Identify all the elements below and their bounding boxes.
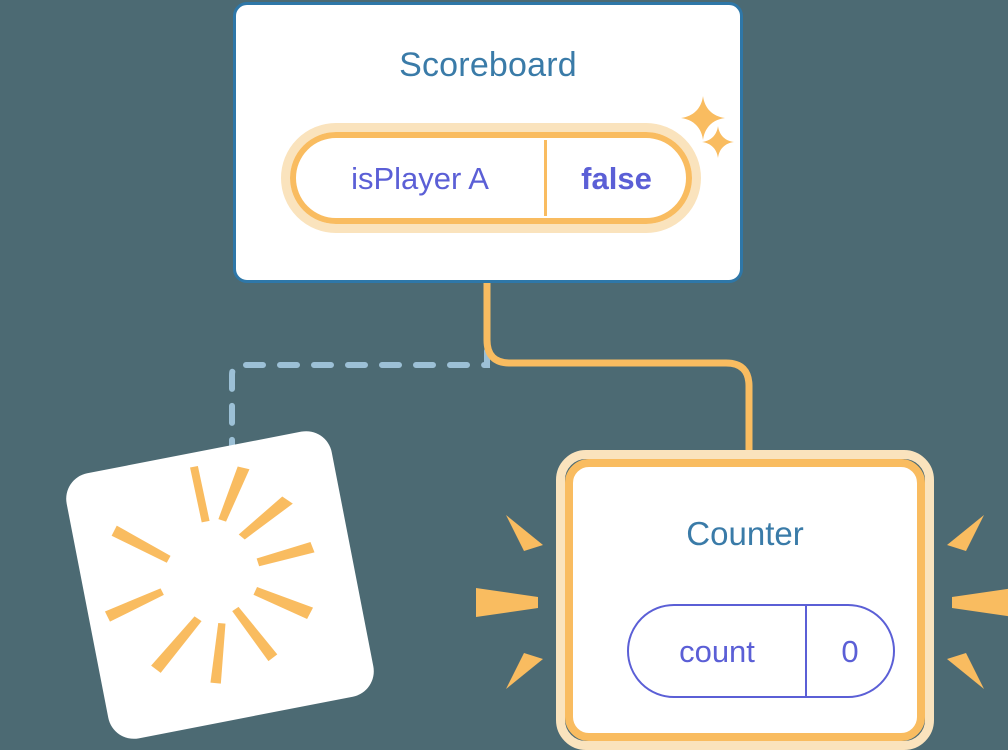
flash-card-rays [104,466,315,684]
scoreboard-state-pill-inner: isPlayer A false [290,132,692,224]
pill-divider [544,140,547,216]
dashed-connector-path [229,280,490,471]
counter-rays-left [476,515,543,689]
sparkle-small-icon [702,126,734,158]
scoreboard-title: Scoreboard [399,46,577,84]
scoreboard-state-key: isPlayer A [351,160,489,196]
counter-pill-divider [805,606,807,696]
counter-title: Counter [686,515,804,552]
counter-state-value: 0 [841,633,859,669]
scoreboard-state-pill[interactable]: isPlayer A false [281,123,701,233]
solid-connector-path [483,283,753,462]
scoreboard-card[interactable]: Scoreboard isPlayer A false [233,2,743,283]
scoreboard-state-value: false [581,160,652,196]
counter-rays-right [947,515,1008,689]
flash-card[interactable] [61,426,379,744]
counter-state-pill[interactable]: count 0 [627,604,895,698]
sparkle-large-icon [681,96,725,140]
counter-state-key: count [679,633,755,669]
counter-card-inner: Counter count 0 [565,459,925,741]
counter-card[interactable]: Counter count 0 [556,450,934,750]
